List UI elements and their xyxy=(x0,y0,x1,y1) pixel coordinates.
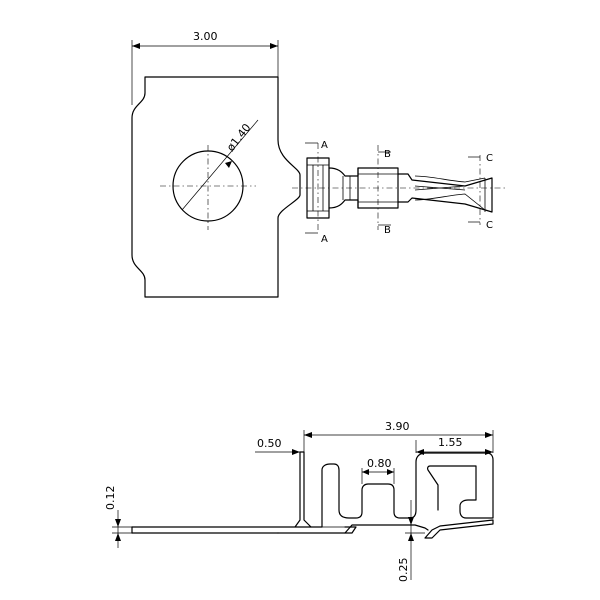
section-b-bottom-label: B xyxy=(384,225,391,236)
contact-dim-label: 1.55 xyxy=(438,436,463,449)
section-c-top-label: C xyxy=(486,153,493,164)
width-arrow-left xyxy=(132,43,140,49)
width-arrow-right xyxy=(270,43,278,49)
section-a-top-label: A xyxy=(321,140,328,151)
side-view: 3.90 0.50 0.80 1.55 0.12 0.25 xyxy=(104,420,494,583)
terminal-body-top xyxy=(306,157,493,219)
carrier-strip xyxy=(131,451,312,534)
section-b-top-label: B xyxy=(384,149,391,160)
section-a-bottom-label: A xyxy=(321,234,328,245)
length-dim-label: 3.90 xyxy=(385,420,410,433)
offset-dim-label: 0.50 xyxy=(257,437,282,450)
hole-diameter-leader xyxy=(181,119,259,211)
carrier-plate-outline xyxy=(131,76,301,298)
hole-dim-arrow xyxy=(225,161,232,168)
thickness-dim-label: 0.12 xyxy=(104,486,117,511)
gap-dim-label: 0.80 xyxy=(367,457,392,470)
drop-dim-label: 0.25 xyxy=(397,558,410,583)
hole-diameter-label: ø1.40 xyxy=(224,121,253,154)
section-c-bottom-label: C xyxy=(486,220,493,231)
width-dim-label: 3.00 xyxy=(193,30,218,43)
terminal-profile xyxy=(277,452,494,534)
top-view: ø1.40 3.00 xyxy=(131,30,505,298)
